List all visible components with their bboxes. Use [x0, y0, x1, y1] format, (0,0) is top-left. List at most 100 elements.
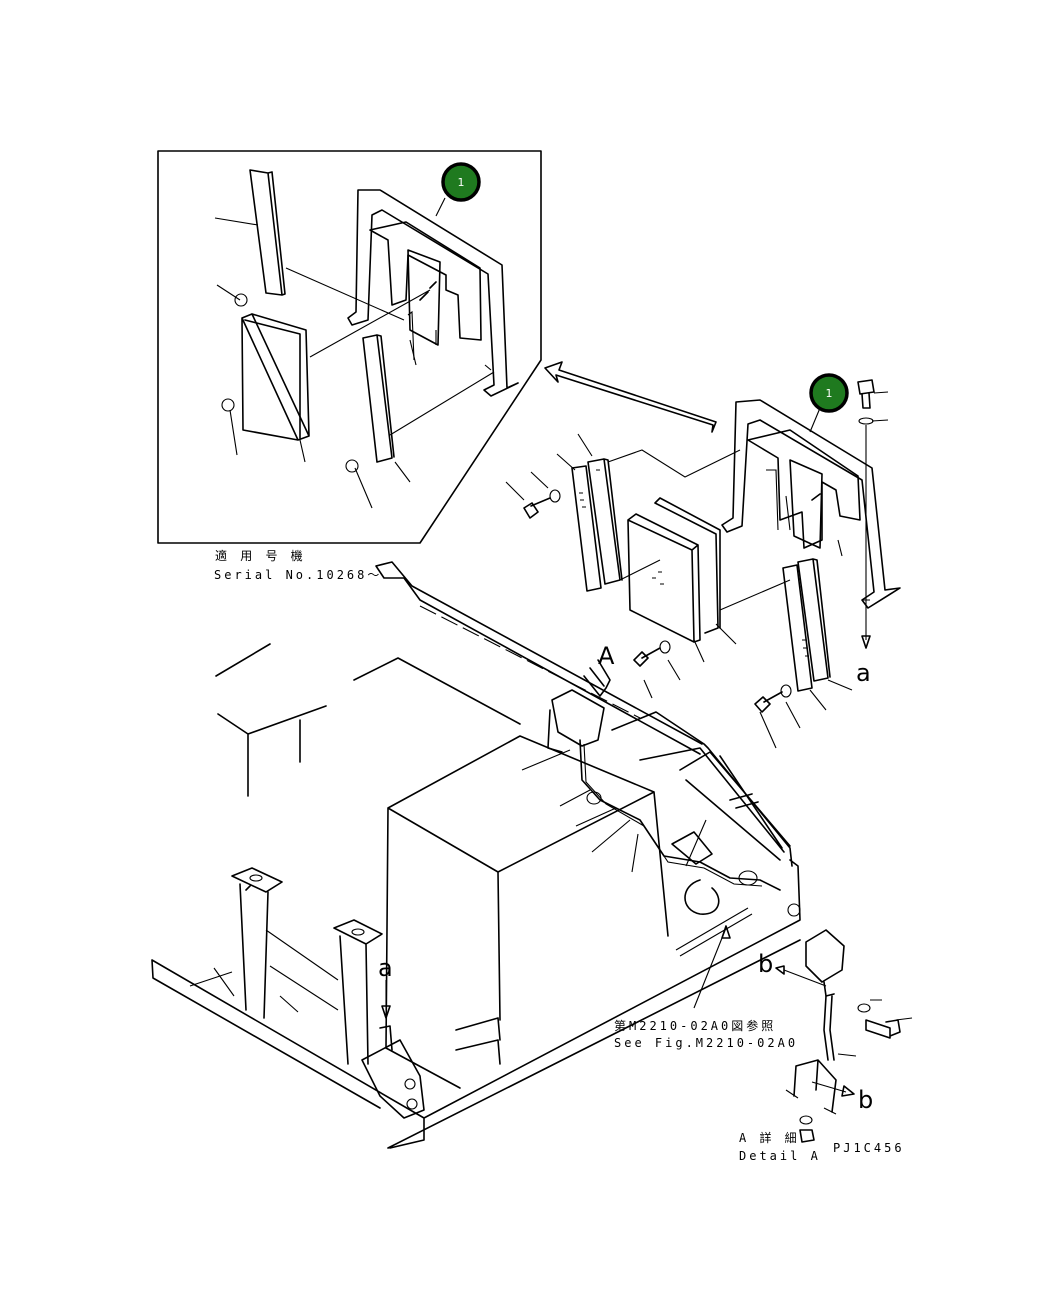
bolt-left-1 [523, 497, 551, 519]
hood-rail [375, 561, 703, 755]
central-cover-base [385, 1017, 501, 1089]
main-badge-leader [809, 407, 821, 433]
left-post-1 [231, 867, 283, 1019]
rear-frame-box [639, 747, 785, 853]
b-arrow-head [775, 965, 785, 975]
connector-block [547, 689, 605, 753]
detail-cable [823, 995, 835, 1061]
plate-back [654, 497, 721, 634]
detail-a: b b [758, 929, 913, 1143]
inset-badge-label: 1 [458, 176, 465, 189]
main-bracket-bolts [766, 469, 870, 601]
inset-leaders [214, 217, 417, 509]
inset-washer-3 [345, 459, 359, 473]
chassis-outline [151, 859, 801, 1149]
detail-bracket-feet [785, 1089, 837, 1115]
inset-right-pad [362, 334, 395, 463]
detail-label-jp: A 詳 細 [739, 1130, 800, 1145]
front-bracket [361, 1025, 425, 1119]
front-bracket-hole-2 [406, 1098, 418, 1110]
a-arrow-head [861, 635, 871, 649]
washer-left-2 [659, 640, 671, 654]
see-fig-label-en: See Fig.M2210-02A0 [614, 1036, 798, 1050]
washer-left-1 [549, 489, 561, 503]
exploded-guides [607, 449, 791, 611]
detail-label-en: Detail A [739, 1149, 821, 1163]
see-fig-label-jp: 第M2210-02A0図参照 [614, 1018, 776, 1033]
serial-number-label: Serial No.10268～ [214, 568, 382, 582]
applicable-machines-label: 適 用 号 機 [215, 548, 306, 563]
main-bracket-inner [747, 429, 861, 549]
inset-frame [157, 150, 542, 544]
inset-bracket [347, 189, 519, 397]
detail-nut-washer [799, 1115, 813, 1125]
arrow-A [583, 659, 611, 697]
inset-bracket-box [407, 249, 441, 346]
a-bottom-arrow-head [381, 1005, 391, 1019]
right-pad-front [782, 564, 813, 692]
ref-a-top: a [856, 659, 871, 687]
inset-bracket-inner [369, 221, 482, 341]
inset-pointer-arrow [544, 361, 717, 433]
b-arrow-2-head [841, 1085, 855, 1097]
main-bracket [721, 399, 901, 609]
frame-hole [787, 903, 801, 917]
top-bolt-leader [871, 391, 889, 422]
left-pad-holes [579, 469, 600, 508]
harness-clamp-1 [586, 791, 602, 805]
right-pad-back [797, 558, 831, 682]
inset-bolts [407, 310, 492, 371]
top-washer [858, 417, 874, 425]
see-fig-arrow-head [721, 925, 731, 939]
left-post-2 [333, 919, 383, 1065]
inset-plate [241, 313, 310, 441]
inset-washer-2 [221, 398, 235, 412]
exploded-view: a 1 [505, 373, 901, 749]
top-bolt [857, 379, 875, 409]
detail-bolt-leaders [837, 999, 913, 1057]
plate-holes [652, 571, 664, 585]
ref-b-bottom: b [858, 1086, 873, 1114]
post-1-hole [249, 874, 263, 882]
wiring-harness-2 [583, 743, 763, 887]
machine-frame: a A [151, 561, 801, 1149]
bolt-right [754, 691, 783, 713]
post-2-hole [351, 928, 365, 936]
main-badge [809, 373, 849, 413]
central-cover [385, 735, 669, 1049]
front-bracket-hole-1 [404, 1078, 416, 1090]
plate-front [627, 513, 701, 643]
main-bracket-box [789, 459, 823, 549]
post-braces [189, 929, 339, 1013]
b-arrow-line [783, 969, 827, 987]
right-pad-holes [802, 639, 809, 657]
inset-badge [441, 162, 481, 202]
inset-plate-face [244, 319, 301, 439]
frame-slot [675, 907, 753, 957]
hood-rail-dash [419, 605, 641, 719]
bolt-left-2 [633, 647, 661, 667]
harness-loop [684, 879, 720, 915]
drawing-code: PJ1C456 [833, 1141, 905, 1155]
main-badge-label: 1 [826, 387, 833, 400]
ref-a-bottom: a [378, 954, 393, 982]
inset-washer-1 [234, 293, 248, 307]
detail-bolt [865, 1019, 901, 1039]
detail-nut [799, 1129, 815, 1143]
detail-washer [857, 1003, 871, 1013]
washer-right [780, 684, 792, 698]
b-arrow-2-line [811, 1081, 847, 1093]
inset-left-pad [249, 169, 286, 296]
ref-b-top: b [758, 950, 773, 978]
left-pad-front [571, 465, 602, 592]
rear-frame [611, 711, 793, 867]
inset-badge-leader [435, 197, 446, 217]
inset-guides [285, 267, 495, 436]
detail-bracket [793, 1059, 837, 1113]
ref-A: A [598, 642, 615, 670]
left-hood-lines [215, 643, 521, 797]
inset-detail: 1 [157, 150, 542, 544]
exploded-leaders [505, 433, 853, 749]
harness-leaders [521, 749, 727, 1009]
